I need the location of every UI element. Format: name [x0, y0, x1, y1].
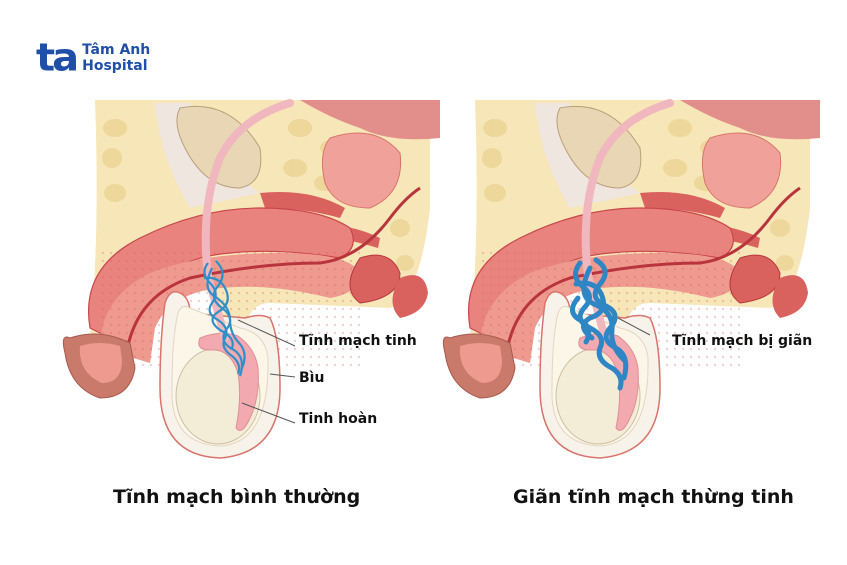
caption-varicocele: Giãn tĩnh mạch thừng tinh [513, 486, 794, 508]
logo-wordmark: Tâm Anh Hospital [82, 42, 150, 74]
label-dilated-vein: Tĩnh mạch bị giãn [672, 333, 813, 349]
logo-line2: Hospital [82, 58, 148, 74]
logo-line1: Tâm Anh [82, 42, 151, 58]
label-scrotum: Bìu [299, 370, 325, 386]
anatomy-normal-icon [62, 99, 440, 459]
caption-normal: Tĩnh mạch bình thường [113, 486, 361, 508]
varicocele-illustration [440, 98, 820, 468]
hospital-logo: ta Tâm Anh Hospital [36, 38, 150, 78]
logo-mark: ta [36, 36, 79, 80]
label-testis: Tinh hoàn [299, 411, 378, 427]
label-spermatic-vein: Tĩnh mạch tinh [299, 333, 417, 349]
anatomy-varicocele-icon [442, 99, 820, 459]
normal-vein-illustration [60, 98, 440, 468]
